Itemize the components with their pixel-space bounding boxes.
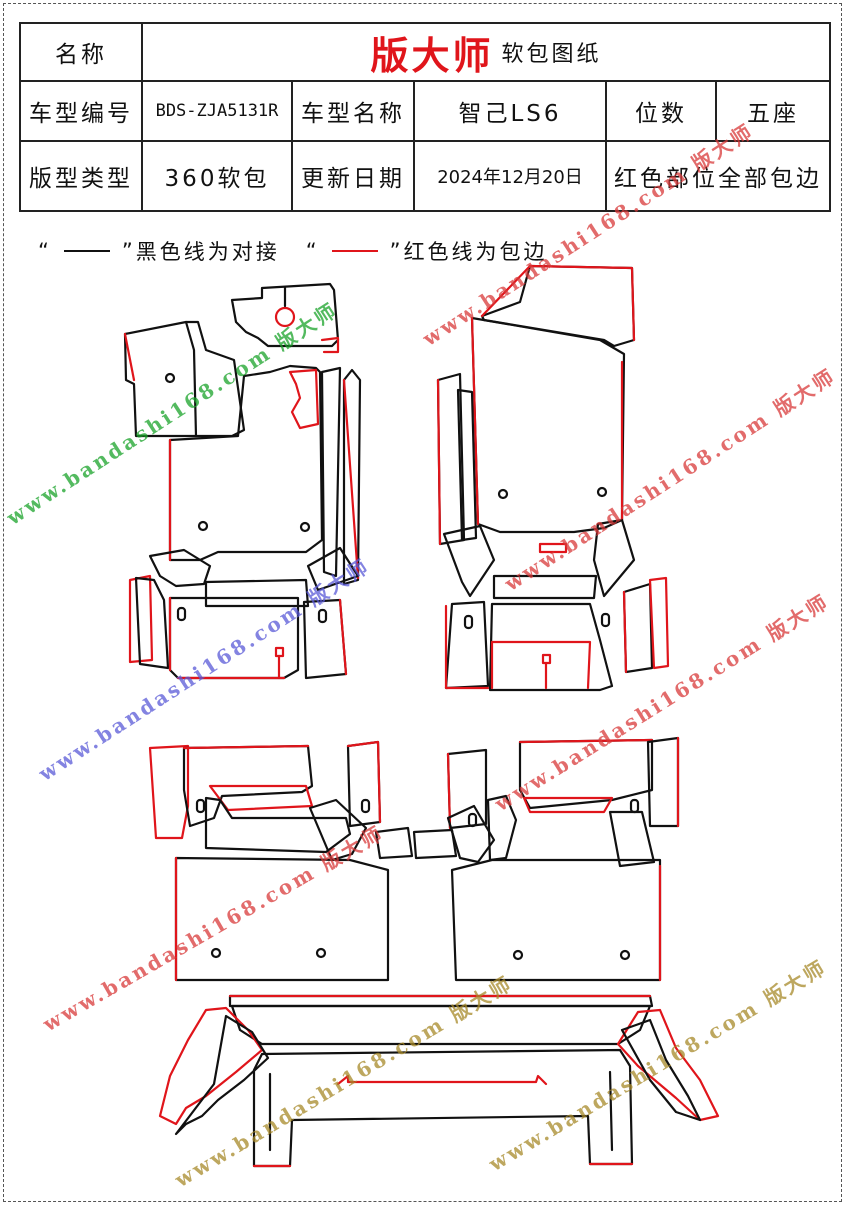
edge-note: 红色部位全部包边 <box>604 140 832 212</box>
driver-tunnel-side <box>342 368 362 586</box>
passenger-side-mat-group <box>436 264 670 692</box>
pattern-type-label: 版型类型 <box>19 140 143 212</box>
passenger-top-piece <box>480 264 636 348</box>
info-row-type: 版型类型 360软包 更新日期 2024年12月20日 红色部位全部包边 <box>19 140 832 212</box>
black-line-desc: 黑色线为对接 <box>135 240 280 264</box>
red-line-swatch <box>331 250 378 252</box>
title-cell: 版大师软包图纸 <box>140 22 832 82</box>
driver-footrest-piece <box>230 282 340 348</box>
legend-quote-open-2: “ <box>305 239 320 263</box>
model-code: BDS-ZJA5131R <box>141 80 293 142</box>
sheet-border <box>3 3 842 1202</box>
driver-footrest-hole <box>274 306 296 328</box>
update-date: 2024年12月20日 <box>413 140 607 212</box>
brand-subtitle: 软包图纸 <box>501 42 602 67</box>
seats-label: 位数 <box>605 80 717 142</box>
model-name: 智己LS6 <box>413 80 607 142</box>
rear-upper-band <box>230 1004 652 1046</box>
model-code-label: 车型编号 <box>19 80 143 142</box>
info-row-model: 车型编号 BDS-ZJA5131R 车型名称 智己LS6 位数 五座 <box>19 80 832 142</box>
info-row-title: 名称 版大师软包图纸 <box>19 22 832 82</box>
rear-cargo-mat-group <box>158 994 720 1168</box>
pattern-type: 360软包 <box>141 140 293 212</box>
second-row-left-mat <box>174 856 390 982</box>
red-line-desc: 红色线为包边 <box>403 240 548 264</box>
brand-title: 版大师 <box>370 32 494 78</box>
driver-side-mat-group <box>123 282 362 680</box>
update-label: 更新日期 <box>291 140 415 212</box>
rear-cargo-floor <box>252 1048 634 1168</box>
legend-quote-close-2: ” <box>389 239 404 263</box>
second-row-right-mat <box>450 858 662 982</box>
second-row-mat-group <box>148 736 680 982</box>
info-table: 名称 版大师软包图纸 车型编号 BDS-ZJA5131R 车型名称 智己LS6 … <box>19 22 832 212</box>
driver-center-strip <box>320 366 342 578</box>
black-line-swatch <box>63 250 110 252</box>
name-label: 名称 <box>19 22 143 82</box>
legend-quote-open: “ <box>38 239 52 263</box>
driver-left-wall-piece <box>123 320 198 438</box>
seats-value: 五座 <box>714 80 832 142</box>
passenger-main-mat <box>470 316 626 534</box>
legend-quote-close: ” <box>121 239 136 263</box>
model-name-label: 车型名称 <box>291 80 415 142</box>
line-legend: “ ” 黑色线为对接 “ ” 红色线为包边 <box>38 236 548 266</box>
